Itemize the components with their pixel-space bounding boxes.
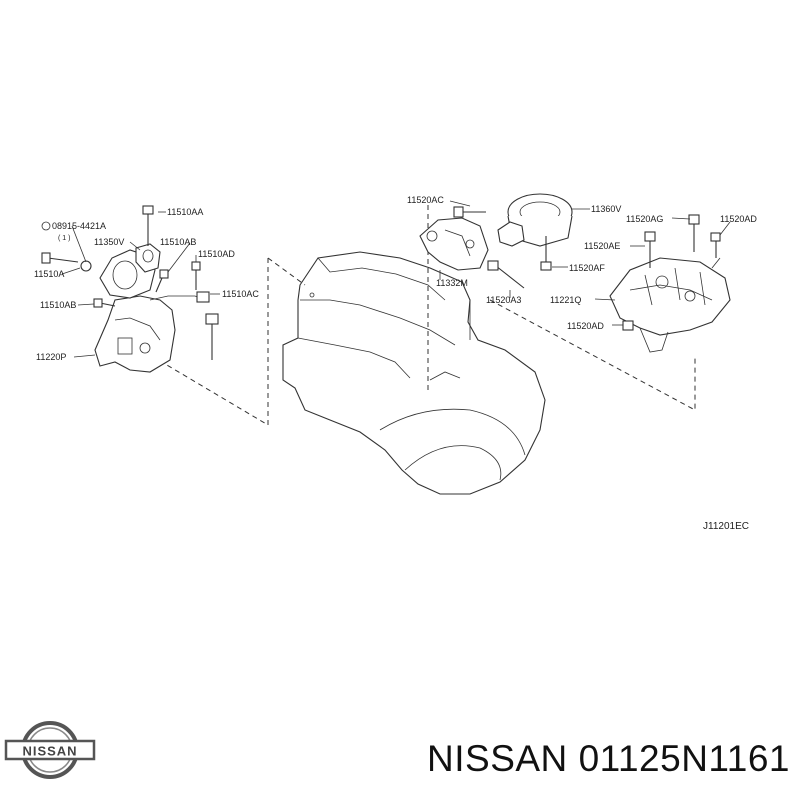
label-11520AE: 11520AE [584, 241, 620, 251]
label-11520AG: 11520AG [626, 214, 663, 224]
caption-part-number: 01125N1161 [578, 738, 790, 779]
label-11220P: 11220P [36, 352, 66, 362]
label-08915-4421A: 08915-4421A [52, 221, 106, 231]
engine-mount-diagram: 08915-4421A ( 1 ) 11510AA 11350V 11510AB… [34, 193, 757, 532]
label-11221Q: 11221Q [550, 295, 581, 305]
part-number-caption: NISSAN 01125N1161 [370, 738, 790, 780]
label-11332M: 11332M [436, 278, 468, 288]
label-11520AD-bottom: 11520AD [567, 321, 604, 331]
label-11520AC: 11520AC [407, 195, 444, 205]
engine-block [282, 251, 546, 495]
label-11360V: 11360V [591, 204, 621, 214]
label-11510AC: 11510AC [222, 289, 259, 299]
left-mount-assembly [41, 205, 220, 373]
part-labels: 08915-4421A ( 1 ) 11510AA 11350V 11510AB… [34, 195, 757, 532]
label-11510A: 11510A [34, 269, 64, 279]
label-11510AB-top: 11510AB [160, 237, 196, 247]
label-qty: ( 1 ) [58, 235, 70, 242]
label-11520A3: 11520A3 [486, 295, 521, 305]
center-mount-assembly [419, 193, 590, 298]
label-11350V: 11350V [94, 237, 124, 247]
label-11510AB-left: 11510AB [40, 300, 76, 310]
label-11520AD-top: 11520AD [720, 214, 757, 224]
logo-text: NISSAN [22, 744, 77, 759]
label-11510AD: 11510AD [198, 249, 235, 259]
caption-brand: NISSAN [427, 738, 568, 779]
right-mount-assembly [594, 214, 731, 353]
diagram-code: J11201EC [703, 521, 749, 532]
label-11510AA: 11510AA [167, 207, 203, 217]
label-11520AF: 11520AF [569, 263, 605, 273]
bolt-marker-icon [41, 221, 51, 231]
nissan-logo-icon: NISSAN [4, 721, 96, 779]
